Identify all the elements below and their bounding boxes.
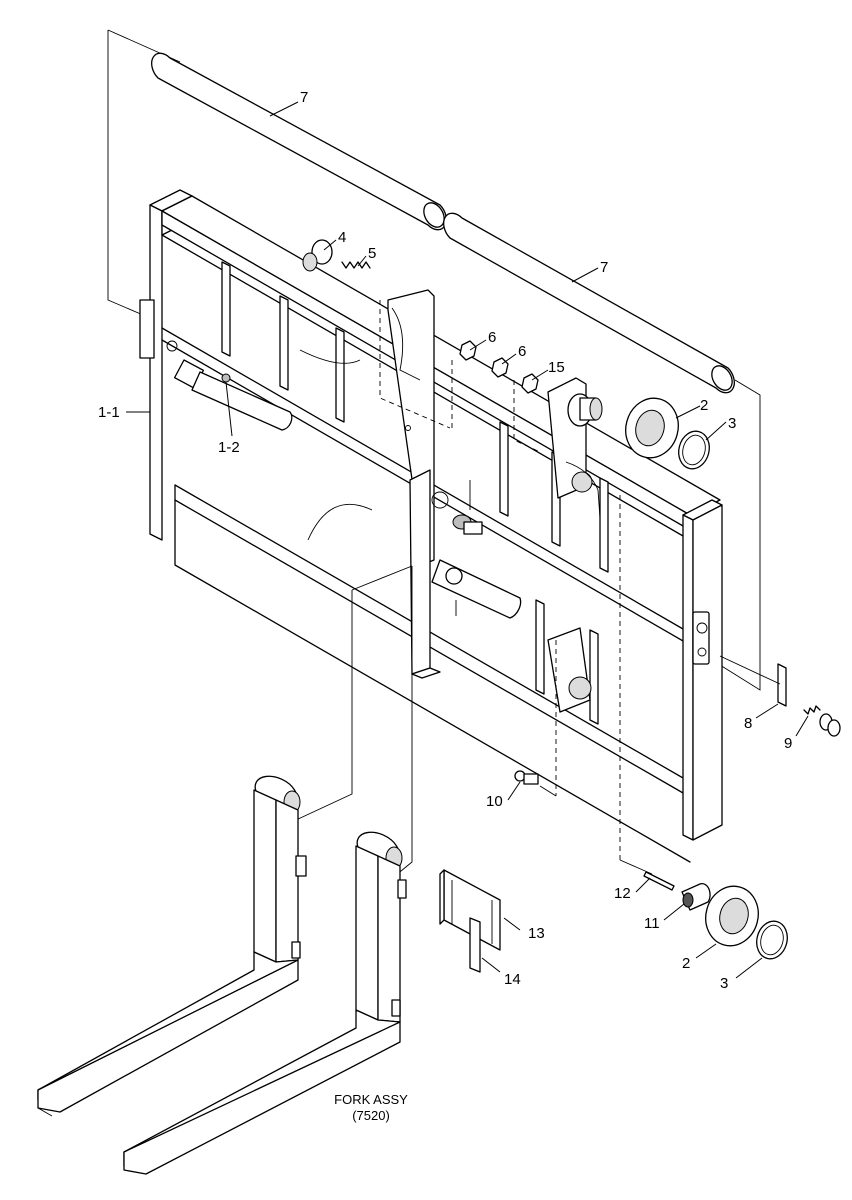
shaft-lower <box>443 212 735 394</box>
part-12-pin <box>643 871 675 891</box>
part-14-plate <box>469 917 481 973</box>
cylinder-left <box>173 359 293 431</box>
leader-lines <box>126 101 809 979</box>
part-2-bearing-lower <box>705 885 759 947</box>
part-3-snapring-upper <box>678 430 710 470</box>
callout-7-upper: 7 <box>300 89 308 106</box>
callout-1-1: 1-1 <box>98 404 120 421</box>
callout-6-a: 6 <box>488 329 496 346</box>
part-2-bearing-upper <box>625 397 679 459</box>
part-5-spring <box>341 261 371 269</box>
callout-11: 11 <box>644 915 660 932</box>
fork-assy-caption: FORK ASSY (7520) <box>334 1092 408 1123</box>
part-15-fitting <box>521 373 539 394</box>
part-stub-upper <box>567 393 603 427</box>
callout-3-lower: 3 <box>720 975 728 992</box>
assembly-lines <box>295 300 781 881</box>
callout-3-upper: 3 <box>728 415 736 432</box>
callout-5: 5 <box>368 245 376 262</box>
part-6-nut-a <box>459 340 477 361</box>
part-9-bolt <box>803 705 841 737</box>
callout-labels: 7 7 4 5 6 6 15 2 3 1-1 1-2 8 9 10 12 11 … <box>98 89 792 992</box>
callout-4: 4 <box>338 229 346 246</box>
callout-12: 12 <box>614 885 631 902</box>
caption-title: FORK ASSY <box>334 1092 408 1107</box>
part-11-collar <box>681 882 711 911</box>
part-13-bracket <box>439 869 501 951</box>
part-3-snapring-lower <box>756 920 788 960</box>
part-4-roller <box>302 239 333 272</box>
callout-1-2: 1-2 <box>218 439 240 456</box>
callout-13: 13 <box>528 925 545 942</box>
part-8-plate <box>777 663 787 707</box>
callout-14: 14 <box>504 971 521 988</box>
callout-2-upper: 2 <box>700 397 708 414</box>
caption-code: (7520) <box>352 1108 390 1123</box>
cylinder-center <box>431 514 522 619</box>
callout-15: 15 <box>548 359 565 376</box>
callout-7-lower: 7 <box>600 259 608 276</box>
fork-right <box>123 831 407 1175</box>
part-10-fitting <box>514 770 539 785</box>
center-bracket <box>387 289 449 679</box>
callout-9: 9 <box>784 735 792 752</box>
callout-2-lower: 2 <box>682 955 690 972</box>
callout-10: 10 <box>486 793 503 810</box>
fork-left <box>37 775 307 1117</box>
callout-8: 8 <box>744 715 752 732</box>
callout-6-b: 6 <box>518 343 526 360</box>
